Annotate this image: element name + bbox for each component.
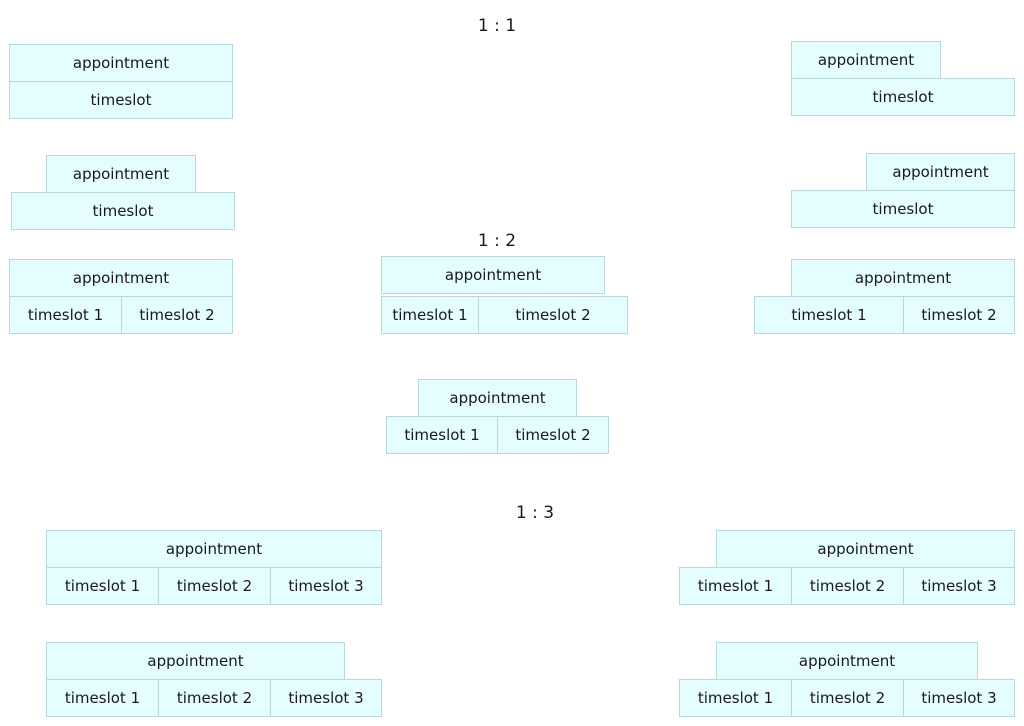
timeslot-1-box: timeslot 1 (46, 567, 159, 605)
timeslot-1-box: timeslot 1 (46, 679, 159, 717)
timeslot-box: timeslot (9, 81, 233, 119)
timeslot-2-box: timeslot 2 (791, 679, 904, 717)
timeslot-2-box: timeslot 2 (158, 679, 271, 717)
timeslot-2-box: timeslot 2 (158, 567, 271, 605)
appointment-box: appointment (46, 642, 345, 680)
appointment-box: appointment (866, 153, 1015, 191)
timeslot-2-box: timeslot 2 (478, 296, 628, 334)
timeslot-1-box: timeslot 1 (679, 567, 792, 605)
timeslot-2-box: timeslot 2 (121, 296, 233, 334)
appointment-box: appointment (791, 41, 941, 79)
appointment-box: appointment (381, 256, 605, 294)
timeslot-1-box: timeslot 1 (754, 296, 904, 334)
appointment-box: appointment (418, 379, 577, 417)
timeslot-1-box: timeslot 1 (679, 679, 792, 717)
heading-one-to-three: 1 : 3 (515, 503, 555, 523)
appointment-box: appointment (9, 44, 233, 82)
heading-one-to-two: 1 : 2 (477, 231, 517, 251)
timeslot-2-box: timeslot 2 (791, 567, 904, 605)
appointment-box: appointment (791, 259, 1015, 297)
appointment-box: appointment (46, 530, 382, 568)
timeslot-3-box: timeslot 3 (270, 679, 382, 717)
timeslot-box: timeslot (791, 78, 1015, 116)
appointment-box: appointment (9, 259, 233, 297)
timeslot-3-box: timeslot 3 (903, 567, 1015, 605)
timeslot-2-box: timeslot 2 (497, 416, 609, 454)
timeslot-3-box: timeslot 3 (270, 567, 382, 605)
timeslot-1-box: timeslot 1 (9, 296, 122, 334)
appointment-box: appointment (716, 530, 1015, 568)
timeslot-1-box: timeslot 1 (381, 296, 479, 334)
timeslot-2-box: timeslot 2 (903, 296, 1015, 334)
timeslot-box: timeslot (791, 190, 1015, 228)
heading-one-to-one: 1 : 1 (477, 16, 517, 36)
appointment-box: appointment (716, 642, 978, 680)
appointment-box: appointment (46, 155, 196, 193)
timeslot-3-box: timeslot 3 (903, 679, 1015, 717)
timeslot-box: timeslot (11, 192, 235, 230)
timeslot-1-box: timeslot 1 (386, 416, 498, 454)
